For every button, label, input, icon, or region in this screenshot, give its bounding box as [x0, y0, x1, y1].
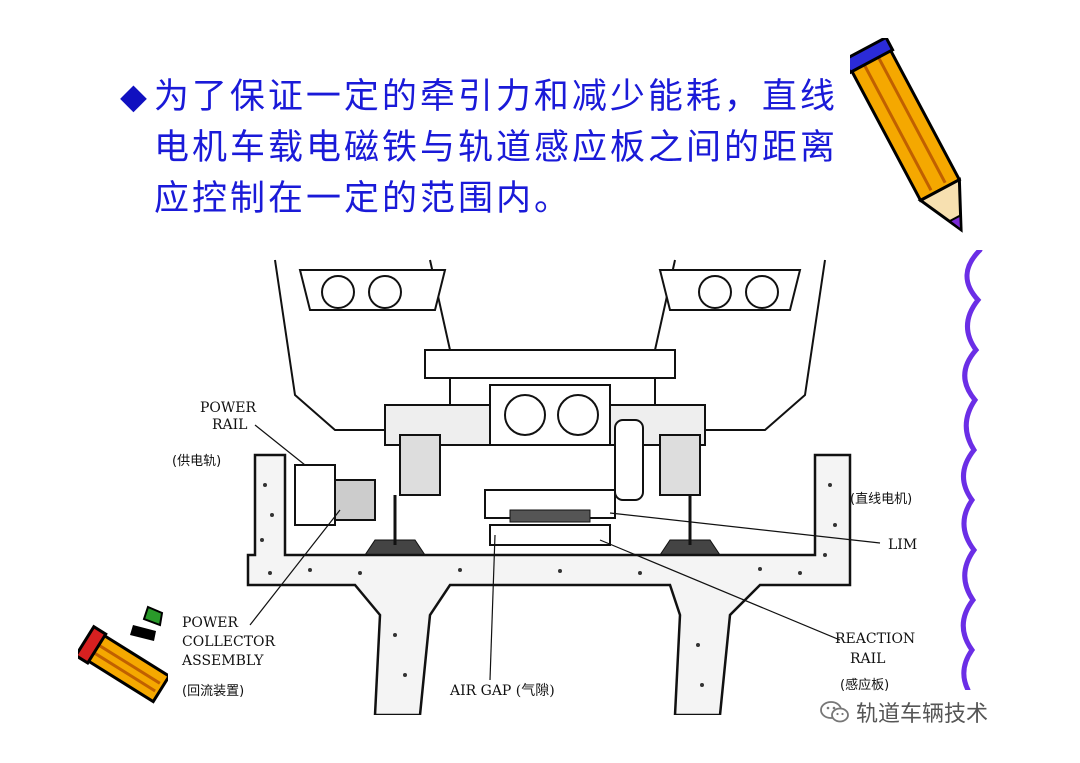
reaction-rail-label-2: RAIL: [850, 651, 885, 667]
squiggle-decoration: [960, 250, 983, 690]
diamond-bullet-icon: ◆: [120, 77, 150, 117]
watermark-text: 轨道车辆技术: [856, 702, 989, 727]
headline-line-2: 电机车载电磁铁与轨道感应板之间的距离: [154, 128, 839, 168]
power-rail-label-1: POWER: [200, 400, 257, 416]
pencil-icon-bottom-left: [78, 605, 168, 704]
lim-cross-section-diagram: POWER RAIL (供电轨) POWER COLLECTOR ASSEMBL…: [172, 259, 917, 715]
lim-cn-label: (直线电机): [850, 492, 912, 507]
air-gap-label: AIR GAP (气隙): [449, 683, 555, 699]
slide-headline: ◆为了保证一定的牵引力和减少能耗，直线 电机车载电磁铁与轨道感应板之间的距离 应…: [120, 72, 900, 225]
power-rail: [294, 464, 336, 526]
reaction-rail-label-1: REACTION: [835, 631, 915, 647]
watermark: 轨道车辆技术: [820, 696, 988, 728]
concrete-trackbed: [246, 453, 852, 715]
headline-line-1-text: 为了保证一定的牵引力和减少能耗，直线: [153, 77, 838, 117]
headline-line-1: ◆为了保证一定的牵引力和减少能耗，直线: [120, 72, 900, 123]
reaction-rail-cn-label: (感应板): [840, 677, 889, 693]
power-collector-label-1: POWER: [182, 615, 239, 631]
wechat-icon: [820, 701, 849, 723]
power-rail-label-2: RAIL: [212, 417, 247, 433]
pencil-icon-top-right: [850, 38, 963, 233]
headline-line-3: 应控制在一定的范围内。: [154, 179, 573, 219]
reaction-rail: [489, 524, 611, 546]
power-collector-label-2: COLLECTOR: [182, 634, 276, 650]
lim-label: LIM: [888, 537, 917, 553]
power-collector-cn-label: (回流装置): [182, 684, 244, 699]
power-collector-label-3: ASSEMBLY: [181, 653, 264, 669]
power-rail-cn-label: (供电轨): [172, 454, 221, 469]
